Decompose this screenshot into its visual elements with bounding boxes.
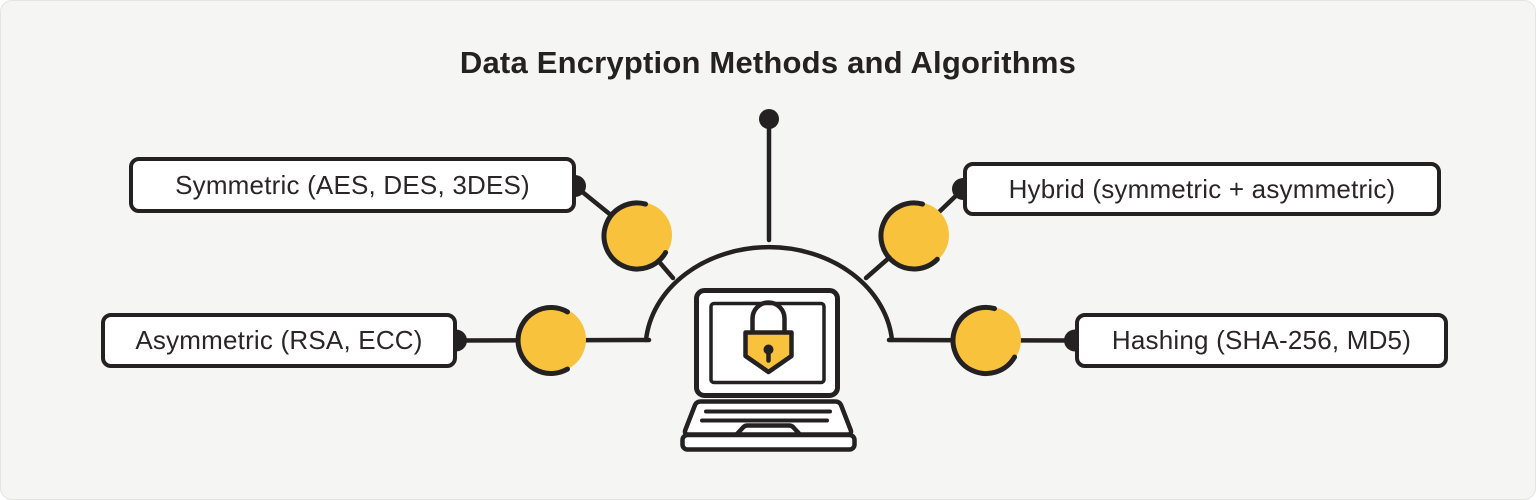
lock-icon bbox=[743, 300, 794, 375]
node-symmetric: Symmetric (AES, DES, 3DES) bbox=[129, 157, 576, 213]
node-hybrid-label: Hybrid (symmetric + asymmetric) bbox=[1008, 173, 1396, 204]
node-asymmetric-label: Asymmetric (RSA, ECC) bbox=[135, 325, 423, 355]
accent-circle-asymmetric-stroke bbox=[515, 305, 570, 376]
node-asymmetric: Asymmetric (RSA, ECC) bbox=[101, 313, 457, 368]
accent-circle-symmetric-stroke bbox=[601, 200, 669, 272]
connector-center-arc bbox=[643, 244, 895, 343]
lock-keyhole bbox=[763, 344, 774, 355]
node-symmetric-label: Symmetric (AES, DES, 3DES) bbox=[175, 169, 530, 200]
junction-dot-top bbox=[759, 109, 779, 129]
accent-circle-hybrid bbox=[883, 202, 949, 268]
accent-circle-symmetric bbox=[606, 202, 672, 268]
lock-shackle bbox=[750, 300, 787, 334]
node-hashing: Hashing (SHA-256, MD5) bbox=[1075, 313, 1448, 368]
accent-circle-hashing-stroke bbox=[950, 305, 1018, 376]
accent-circle-hybrid-stroke bbox=[878, 200, 940, 272]
accent-circle-asymmetric bbox=[520, 306, 586, 373]
laptop-trackpad-notch bbox=[734, 423, 803, 437]
laptop-lock-icon bbox=[680, 288, 857, 452]
accent-circle-hashing bbox=[955, 306, 1021, 373]
accent-circles bbox=[515, 200, 1021, 376]
node-hashing-label: Hashing (SHA-256, MD5) bbox=[1111, 325, 1412, 355]
laptop-bottom-bar bbox=[680, 432, 857, 452]
diagram-title: Data Encryption Methods and Algorithms bbox=[459, 45, 1077, 80]
node-hybrid: Hybrid (symmetric + asymmetric) bbox=[963, 162, 1441, 216]
